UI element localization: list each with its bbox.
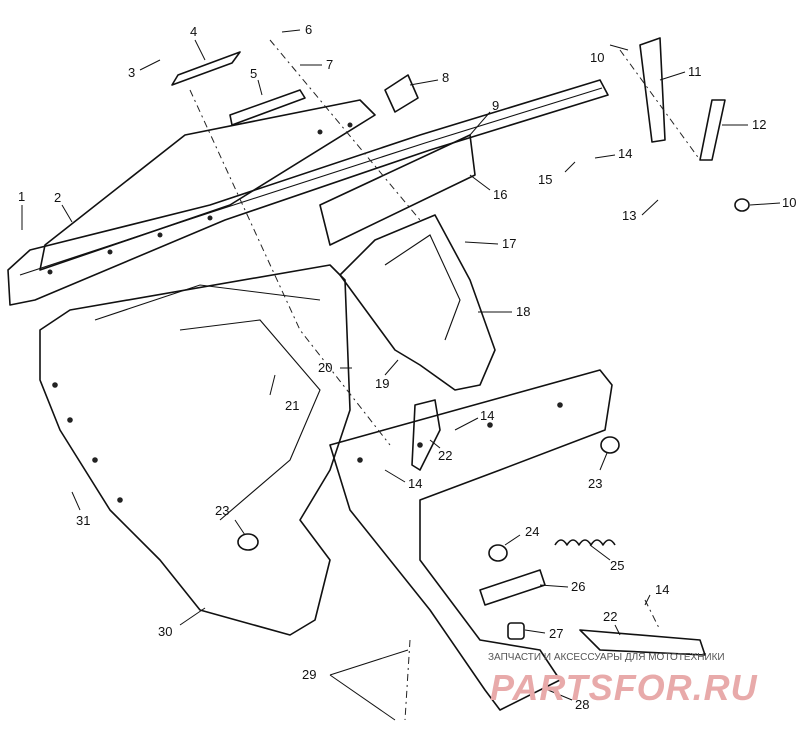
reflector-strip <box>229 89 306 126</box>
callout-5: 5 <box>250 66 263 96</box>
callout-23-left: 23 <box>215 503 246 536</box>
svg-text:31: 31 <box>76 513 90 528</box>
svg-text:10: 10 <box>590 50 604 65</box>
skid-plate-18 <box>339 214 496 391</box>
plug-24 <box>488 544 508 562</box>
svg-text:20: 20 <box>318 360 332 375</box>
svg-text:9: 9 <box>492 98 499 113</box>
svg-text:1: 1 <box>18 189 25 204</box>
svg-text:13: 13 <box>622 208 636 223</box>
callout-1: 1 <box>18 189 25 230</box>
svg-text:23: 23 <box>215 503 229 518</box>
top-plate <box>171 51 241 86</box>
callout-21: 21 <box>269 374 299 413</box>
callout-12: 12 <box>722 117 766 132</box>
cap-10 <box>734 198 750 212</box>
front-bumper-bar <box>7 79 609 306</box>
svg-text:25: 25 <box>610 558 624 573</box>
svg-text:6: 6 <box>305 22 312 37</box>
callout-14-lower: 14 <box>384 469 422 491</box>
link-arm-12 <box>699 99 726 161</box>
callout-24: 24 <box>504 524 539 546</box>
callout-22-right: 22 <box>603 609 621 636</box>
callout-4: 4 <box>190 24 206 61</box>
callout-27: 27 <box>524 626 563 641</box>
callout-14-center: 14 <box>454 408 494 431</box>
upper-cross-member <box>39 99 376 271</box>
callout-14-right: 14 <box>644 582 669 606</box>
svg-text:15: 15 <box>538 172 552 187</box>
svg-text:28: 28 <box>575 697 589 712</box>
bracket-26 <box>479 569 546 606</box>
svg-text:21: 21 <box>285 398 299 413</box>
svg-text:22: 22 <box>603 609 617 624</box>
watermark: ЗАПЧАСТИ И АКСЕССУАРЫ ДЛЯ МОТОТЕХНИКИ PA… <box>488 652 758 708</box>
svg-text:24: 24 <box>525 524 539 539</box>
callout-18: 18 <box>478 304 530 319</box>
svg-text:17: 17 <box>502 236 516 251</box>
watermark-tagline: ЗАПЧАСТИ И АКСЕССУАРЫ ДЛЯ МОТОТЕХНИКИ <box>488 652 725 663</box>
callout-17: 17 <box>464 236 516 251</box>
callout-3: 3 <box>128 59 161 80</box>
callout-10-right: 10 <box>749 195 796 210</box>
callout-28: 28 <box>547 689 589 712</box>
callout-14-top: 14 <box>594 146 632 161</box>
center-panel-9 <box>319 134 476 246</box>
callout-20: 20 <box>318 360 352 375</box>
bracket-22-center <box>411 399 441 471</box>
svg-text:19: 19 <box>375 376 389 391</box>
svg-text:26: 26 <box>571 579 585 594</box>
bracket-22-right <box>579 629 706 656</box>
callout-26: 26 <box>539 579 585 594</box>
svg-text:16: 16 <box>493 187 507 202</box>
svg-text:14: 14 <box>408 476 422 491</box>
plug-23-right <box>600 436 620 454</box>
callout-25: 25 <box>589 544 624 573</box>
svg-text:3: 3 <box>128 65 135 80</box>
callout-11: 11 <box>659 64 702 81</box>
callout-22-center: 22 <box>429 439 452 463</box>
svg-text:11: 11 <box>688 64 702 79</box>
callout-9: 9 <box>469 98 499 136</box>
callout-10-top: 10 <box>590 44 629 65</box>
callout-13: 13 <box>622 199 659 223</box>
svg-text:12: 12 <box>752 117 766 132</box>
svg-text:7: 7 <box>326 57 333 72</box>
callout-30: 30 <box>158 607 206 639</box>
link-arm-11 <box>639 37 666 143</box>
svg-text:22: 22 <box>438 448 452 463</box>
callout-16: 16 <box>469 174 507 202</box>
callout-19: 19 <box>375 359 399 391</box>
assembly-lines <box>189 39 701 721</box>
lower-frame-28 <box>329 369 613 711</box>
svg-text:14: 14 <box>655 582 669 597</box>
svg-text:2: 2 <box>54 190 61 205</box>
svg-text:5: 5 <box>250 66 257 81</box>
svg-text:10: 10 <box>782 195 796 210</box>
svg-text:14: 14 <box>618 146 632 161</box>
side-frame-30 <box>39 264 351 636</box>
callout-15: 15 <box>538 161 576 187</box>
svg-text:30: 30 <box>158 624 172 639</box>
bracket-8 <box>384 74 419 113</box>
plug-23-left <box>237 533 259 551</box>
svg-text:29: 29 <box>302 667 316 682</box>
svg-text:18: 18 <box>516 304 530 319</box>
callout-7: 7 <box>300 57 333 72</box>
callout-23-right: 23 <box>588 452 608 491</box>
svg-text:4: 4 <box>190 24 197 39</box>
callout-29: 29 <box>302 649 409 721</box>
callout-31: 31 <box>71 491 90 528</box>
callout-6: 6 <box>281 22 312 37</box>
watermark-brand: PARTSFOR.RU <box>490 667 758 708</box>
svg-text:8: 8 <box>442 70 449 85</box>
spring-25 <box>554 539 616 546</box>
callout-2: 2 <box>54 190 73 223</box>
svg-text:27: 27 <box>549 626 563 641</box>
callout-8: 8 <box>409 70 449 86</box>
svg-text:14: 14 <box>480 408 494 423</box>
svg-text:23: 23 <box>588 476 602 491</box>
clip-27 <box>507 622 525 640</box>
